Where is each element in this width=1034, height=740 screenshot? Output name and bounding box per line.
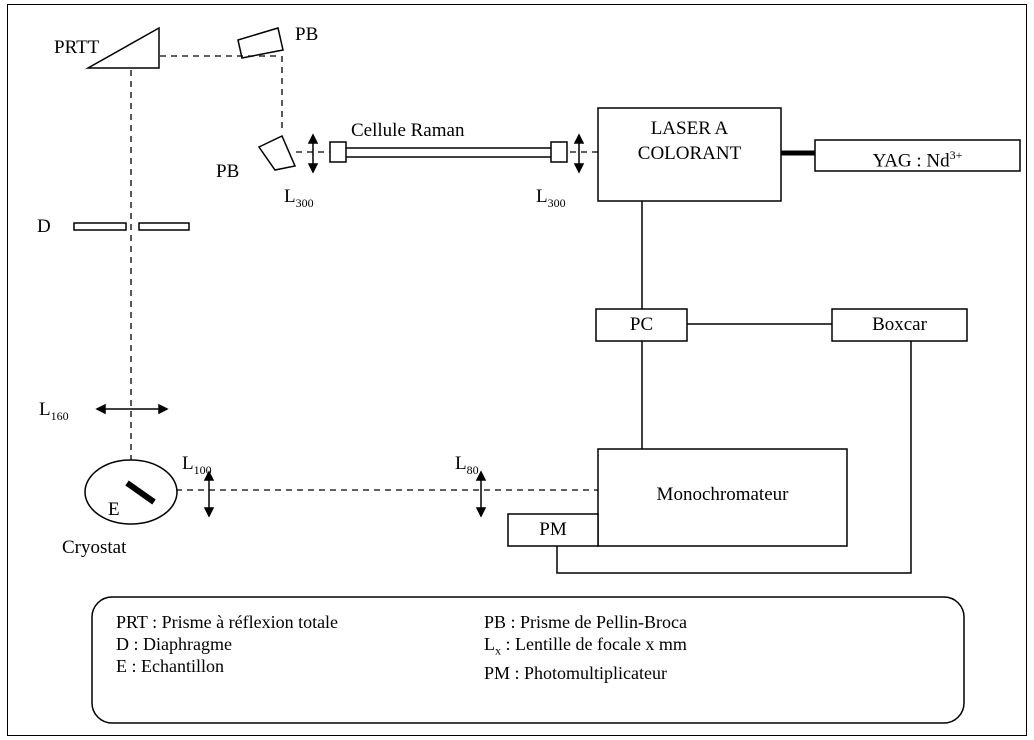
- laser-label-line2: COLORANT: [637, 143, 742, 164]
- pc-label: PC: [629, 314, 654, 335]
- pb-top-prism: [237, 27, 284, 59]
- wire-pm-boxcar: [556, 341, 912, 574]
- l300-left-label: L300: [284, 187, 314, 209]
- pm-box: [507, 513, 599, 547]
- l100-label: L100: [182, 454, 212, 476]
- diaphragm-right: [138, 222, 190, 231]
- lens-l300-right: [573, 133, 585, 174]
- legend-lx-main: L: [484, 634, 495, 654]
- l300-right-main: L: [536, 186, 548, 207]
- pb-left-prism: [257, 134, 297, 171]
- cryostat-label: Cryostat: [62, 537, 127, 558]
- l300-left-main: L: [284, 186, 296, 207]
- l300-right-label: L300: [536, 187, 566, 209]
- l300-right-sub: 300: [547, 195, 566, 210]
- legend-right-column: PB : Prisme de Pellin-Broca Lx : Lentill…: [484, 611, 687, 684]
- cryostat-ellipse: [84, 459, 178, 525]
- legend-left-column: PRT : Prisme à réflexion totale D : Diap…: [116, 611, 338, 677]
- lens-l300-left: [307, 133, 319, 174]
- legend-lx-sub: x: [495, 643, 501, 658]
- legend-prt: PRT : Prisme à réflexion totale: [116, 612, 339, 632]
- l80-sub: 80: [466, 462, 479, 477]
- diaphragm-left: [73, 222, 127, 231]
- cellule-raman-label: Cellule Raman: [351, 120, 465, 141]
- yag-main: YAG : Nd: [872, 150, 950, 172]
- yag-label: YAG : Nd3+: [815, 148, 1020, 173]
- legend-lx: Lx : Lentille de focale x mm: [484, 633, 687, 662]
- lens-l80: [475, 470, 487, 518]
- prtt-prism: [85, 26, 160, 69]
- l300-left-sub: 300: [295, 195, 314, 210]
- yag-box: [814, 139, 1021, 172]
- legend-d: D : Diaphragme: [116, 634, 232, 654]
- cellule-end-right: [550, 141, 568, 163]
- l100-main: L: [182, 453, 194, 474]
- pb-left-label: PB: [216, 161, 240, 182]
- lens-l100: [203, 470, 215, 518]
- pb-top-label: PB: [295, 24, 319, 45]
- pm-label: PM: [539, 519, 567, 540]
- lens-l160: [95, 403, 169, 415]
- prtt-label: PRTT: [54, 37, 100, 58]
- sample-label: E: [108, 499, 120, 520]
- legend-e: E : Echantillon: [116, 656, 224, 676]
- l160-label: L160: [39, 400, 69, 422]
- legend-lx-rest: : Lentille de focale x mm: [501, 634, 687, 654]
- l80-main: L: [455, 453, 467, 474]
- boxcar-box: [831, 308, 968, 342]
- laser-box: [597, 107, 782, 202]
- diaphragm-label: D: [37, 216, 51, 237]
- cellule-end-left: [329, 141, 347, 163]
- boxcar-label: Boxcar: [872, 314, 927, 335]
- legend-pm: PM : Photomultiplicateur: [484, 662, 667, 683]
- legend-pb: PB : Prisme de Pellin-Broca: [484, 612, 687, 632]
- diagram-frame: [7, 4, 1027, 736]
- monochromateur-label: Monochromateur: [656, 484, 789, 505]
- l80-label: L80: [455, 454, 479, 476]
- yag-sup: 3+: [949, 148, 963, 162]
- laser-label-line1: LASER A: [650, 118, 729, 139]
- l160-main: L: [39, 399, 51, 420]
- legend-box: [91, 596, 965, 724]
- l160-sub: 160: [50, 408, 69, 423]
- sample-e: [125, 480, 156, 505]
- monochromateur-box: [597, 448, 848, 547]
- l100-sub: 100: [193, 462, 212, 477]
